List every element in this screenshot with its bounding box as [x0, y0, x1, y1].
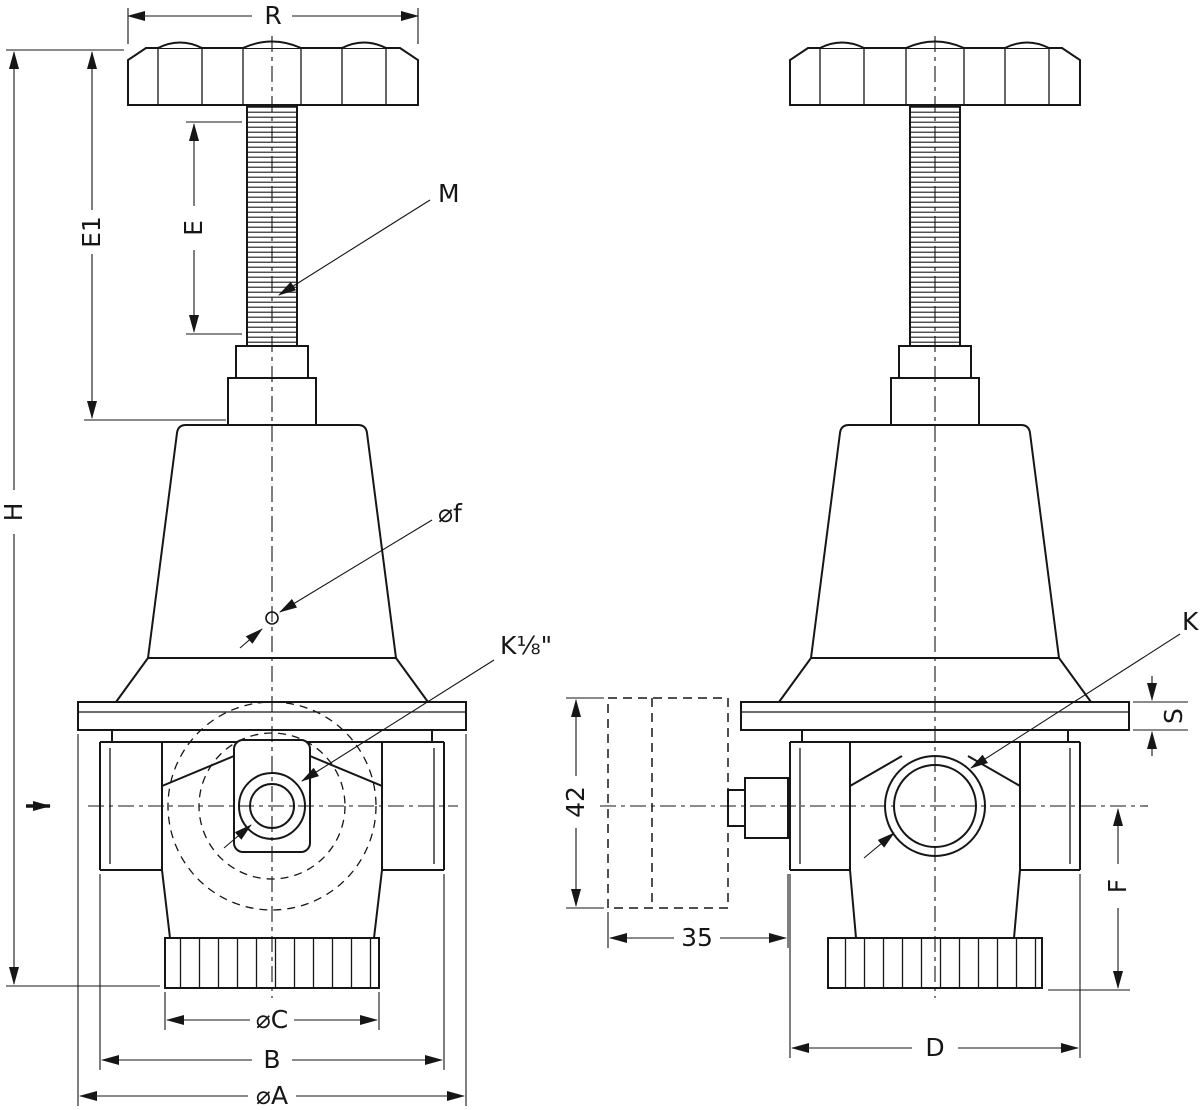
gauge-nipple: [727, 789, 746, 827]
leader-f-counter-arrow: [239, 628, 263, 649]
label-C-dia: ⌀C: [256, 1005, 289, 1034]
ext-lines-H: [6, 49, 160, 987]
label-M: M: [438, 179, 460, 208]
label-B: B: [263, 1045, 280, 1074]
port-faces-side: [799, 748, 1071, 864]
label-E: E: [179, 220, 208, 236]
label-S: S: [1159, 708, 1188, 724]
ext-lines-B: [99, 874, 445, 1070]
label-H: H: [0, 503, 28, 522]
label-F: F: [1103, 879, 1132, 893]
label-42: 42: [561, 786, 590, 818]
leader-K: [970, 633, 1181, 769]
leader-K18-counter-arrow: [223, 824, 252, 849]
housing-skirt: [115, 657, 429, 703]
label-f-dia: ⌀f: [438, 499, 463, 528]
leader-M: [278, 199, 431, 296]
side-view: [600, 36, 1148, 998]
label-D: D: [925, 1033, 944, 1062]
leader-K-counter-arrow: [863, 832, 895, 859]
label-R: R: [264, 1, 281, 30]
label-E1: E1: [77, 216, 106, 248]
label-A-dia: ⌀A: [256, 1081, 288, 1110]
label-K18: K⅛": [500, 631, 552, 660]
leader-K18: [301, 659, 495, 782]
ext-lines-E: [186, 121, 242, 335]
ext-lines-D: [789, 874, 1081, 1058]
label-K: K: [1182, 607, 1199, 636]
front-view: [26, 36, 467, 998]
gauge-boss: [744, 777, 789, 839]
ext-lines-35: [607, 874, 789, 948]
ext-lines-42: [566, 697, 604, 909]
ext-lines-C: [164, 992, 380, 1030]
body-ribs: [161, 755, 383, 787]
ext-lines-S: [1133, 701, 1188, 731]
ext-lines-A: [77, 734, 467, 1106]
label-35: 35: [681, 923, 713, 952]
handwheel-segments: [157, 48, 387, 105]
leader-f: [279, 519, 433, 613]
handwheel: [127, 47, 419, 106]
gauge-outline-dashed: [607, 697, 729, 909]
diaphragm-circle-outer: [167, 701, 377, 911]
handwheel-segments-side: [819, 48, 1050, 105]
